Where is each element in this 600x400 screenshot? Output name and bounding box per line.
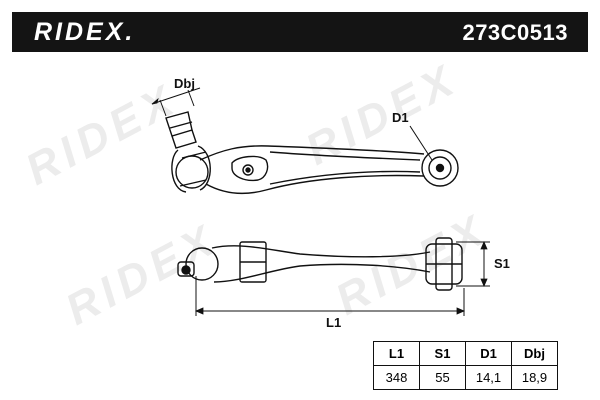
d1-label: D1 — [392, 110, 409, 125]
dimensions-table: L1 S1 D1 Dbj 348 55 14,1 18,9 — [373, 341, 558, 390]
part-number: 273C0513 — [462, 20, 568, 45]
l1-label: L1 — [326, 315, 342, 330]
value-l1: 348 — [373, 365, 420, 390]
dbj-dimension — [151, 87, 201, 117]
ball-joint — [165, 111, 211, 193]
arm-body — [199, 145, 425, 195]
header-dbj: Dbj — [511, 341, 558, 366]
bushing-d1 — [409, 125, 459, 187]
brand-logo: RIDEX. — [34, 18, 136, 46]
header-s1: S1 — [419, 341, 466, 366]
header-l1: L1 — [373, 341, 420, 366]
header-d1: D1 — [465, 341, 512, 366]
table-header-row: L1 S1 D1 Dbj — [373, 341, 558, 366]
value-d1: 14,1 — [465, 365, 512, 390]
side-view — [177, 237, 490, 316]
table-row: 348 55 14,1 18,9 — [373, 365, 558, 390]
value-dbj: 18,9 — [511, 365, 558, 390]
s1-label: S1 — [494, 256, 510, 271]
title-bar: RIDEX. 273C0513 — [12, 12, 588, 52]
dbj-label: Dbj — [174, 76, 195, 91]
value-s1: 55 — [419, 365, 466, 390]
